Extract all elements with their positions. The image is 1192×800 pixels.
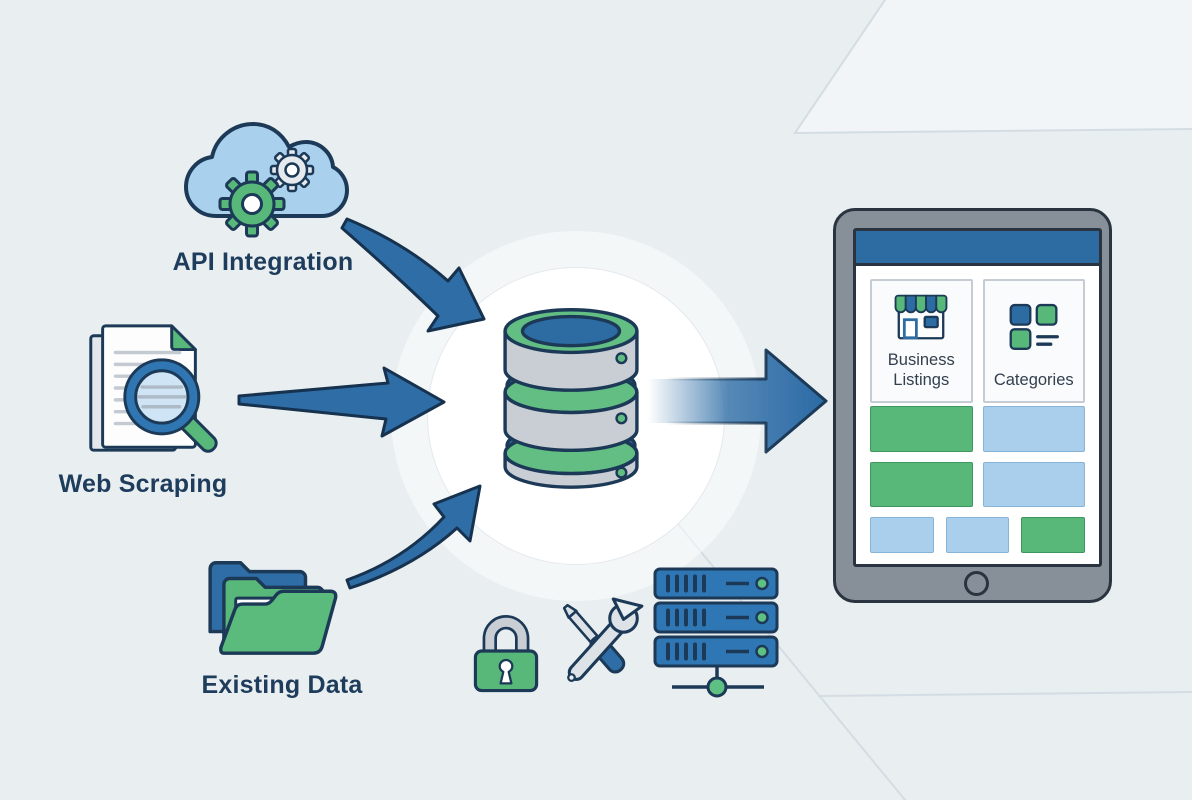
categories-card: Categories <box>982 279 1085 403</box>
category-grid-icon <box>1009 303 1059 350</box>
content-block-green <box>870 406 973 452</box>
document-magnifier-icon <box>89 324 218 453</box>
arrow-db-to-tablet <box>646 348 828 454</box>
content-blocks-row <box>870 517 1086 553</box>
tablet-cards: Business Listings <box>870 279 1085 403</box>
lock-icon <box>473 615 539 693</box>
api-integration-label: API Integration <box>172 248 354 276</box>
arrow-api-to-db <box>340 217 486 333</box>
cloud-gears-icon <box>184 122 349 238</box>
home-button <box>964 571 989 596</box>
content-block-blue <box>870 517 934 553</box>
content-block-blue <box>982 462 1085 507</box>
content-blocks-row <box>870 406 1085 452</box>
server-stack-icon <box>653 567 779 698</box>
server-units <box>653 567 779 668</box>
web-scraping-label: Web Scraping <box>58 470 228 498</box>
business-listings-label: Business Listings <box>887 351 955 390</box>
folders-icon <box>208 561 338 655</box>
tablet-device: Business Listings <box>833 208 1112 603</box>
wrench-icon <box>567 597 644 682</box>
green-gear-icon <box>218 170 286 238</box>
content-block-green <box>1021 517 1086 553</box>
categories-label: Categories <box>993 371 1074 390</box>
tools-icon <box>562 597 644 682</box>
content-block-blue <box>982 406 1085 452</box>
magnifier-icon <box>123 358 218 453</box>
database-icon <box>503 308 639 489</box>
content-blocks-row <box>870 462 1085 507</box>
tablet-screen: Business Listings <box>853 228 1102 567</box>
arrow-web-to-db <box>237 366 446 438</box>
business-listings-card: Business Listings <box>870 279 973 403</box>
tablet-top-bar <box>856 231 1099 266</box>
storefront-icon <box>894 294 948 340</box>
content-block-blue <box>945 517 1010 553</box>
content-block-green <box>870 462 973 507</box>
small-gear-icon <box>269 147 315 193</box>
existing-data-label: Existing Data <box>201 671 363 699</box>
arrow-data-to-db <box>345 484 482 590</box>
